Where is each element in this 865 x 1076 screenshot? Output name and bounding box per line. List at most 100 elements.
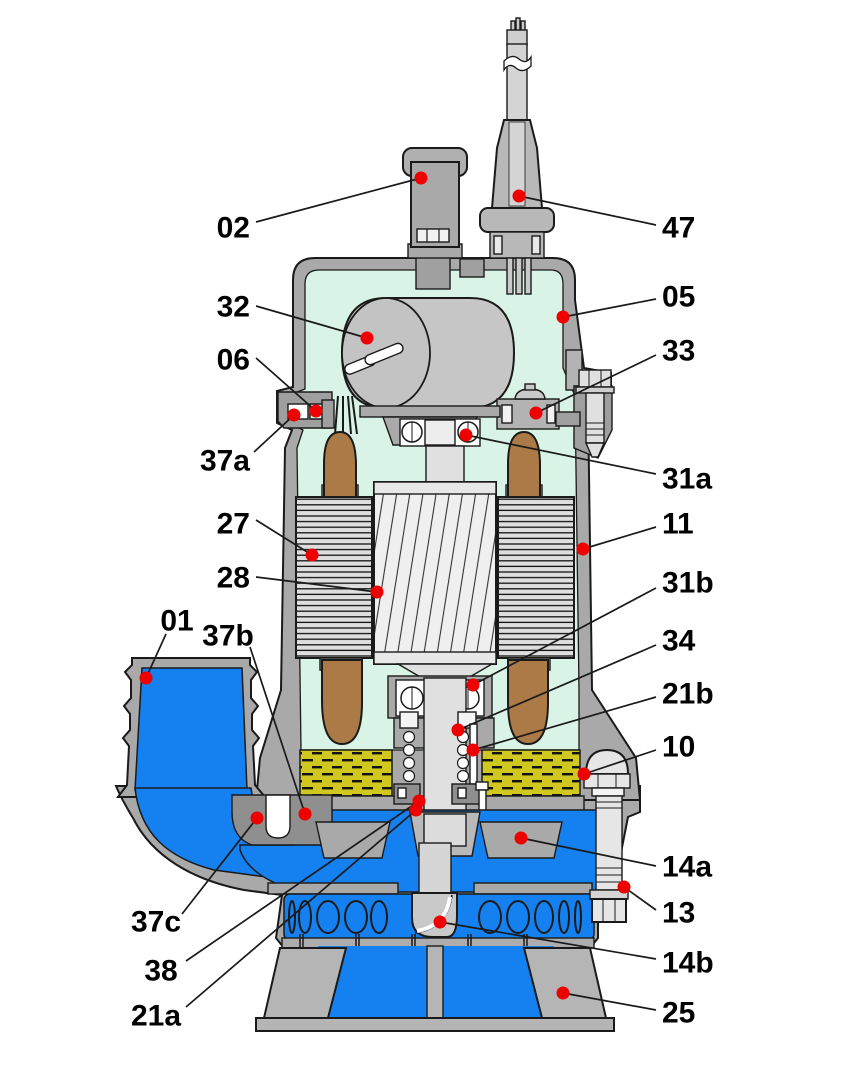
cable-break bbox=[503, 54, 532, 73]
lifting-handle bbox=[402, 147, 485, 290]
part-label-34: 34 bbox=[662, 625, 696, 658]
dot-28 bbox=[370, 585, 384, 599]
oil-plug-and-bolt bbox=[583, 748, 631, 923]
leader-10 bbox=[583, 749, 657, 775]
dot-21b bbox=[466, 743, 480, 757]
dot-31b bbox=[466, 678, 480, 692]
part-label-47: 47 bbox=[662, 212, 695, 245]
part-label-37c: 37c bbox=[131, 906, 181, 939]
leader-21a bbox=[185, 809, 417, 1008]
leader-14a bbox=[520, 837, 657, 867]
dot-06 bbox=[309, 404, 323, 418]
part-label-28: 28 bbox=[217, 562, 250, 595]
part-label-25: 25 bbox=[662, 997, 695, 1030]
part-label-14b: 14b bbox=[662, 947, 714, 980]
part-label-02: 02 bbox=[217, 212, 250, 245]
part-label-14a: 14a bbox=[662, 851, 712, 884]
suction-plate-right bbox=[473, 882, 593, 895]
dot-37b bbox=[298, 807, 312, 821]
dot-27 bbox=[305, 548, 319, 562]
part-label-37b: 37b bbox=[202, 620, 254, 653]
suction-flange bbox=[231, 794, 333, 846]
leader-13 bbox=[623, 886, 657, 911]
leader-32 bbox=[255, 305, 368, 339]
terminal-block bbox=[496, 383, 560, 430]
upper-bearing bbox=[359, 405, 501, 447]
leader-11 bbox=[582, 526, 657, 550]
part-label-27: 27 bbox=[217, 508, 250, 541]
part-label-31b: 31b bbox=[662, 567, 714, 600]
dot-21a bbox=[409, 803, 423, 817]
dot-37a bbox=[287, 408, 301, 422]
inlet-bell bbox=[411, 892, 458, 938]
motor-lead-wires bbox=[334, 395, 358, 435]
right-flange-bolt bbox=[555, 349, 615, 459]
oil-chamber bbox=[295, 749, 585, 813]
leader-05 bbox=[562, 298, 657, 318]
part-label-38: 38 bbox=[144, 955, 177, 988]
part-label-11: 11 bbox=[662, 508, 694, 541]
winding-bottom-right bbox=[507, 659, 549, 746]
leader-38 bbox=[185, 800, 420, 962]
winding-bottom-left bbox=[321, 659, 363, 746]
discharge-pipe bbox=[116, 657, 268, 798]
winding-top-left bbox=[323, 430, 357, 498]
leader-01 bbox=[145, 633, 167, 679]
leader-28 bbox=[255, 576, 378, 593]
base-stand bbox=[255, 945, 615, 1032]
dot-37c bbox=[250, 811, 264, 825]
leader-33 bbox=[535, 354, 657, 414]
stator bbox=[295, 430, 575, 746]
leader-47 bbox=[518, 195, 657, 226]
pump-body bbox=[114, 17, 642, 1032]
mechanical-seal bbox=[393, 677, 495, 819]
winding-top-right bbox=[507, 430, 541, 498]
part-label-21a: 21a bbox=[131, 1000, 181, 1033]
leader-06 bbox=[255, 357, 317, 412]
oil-plug bbox=[584, 748, 630, 775]
rotor-shaft bbox=[373, 445, 497, 679]
part-label-32: 32 bbox=[217, 291, 250, 324]
dot-14b bbox=[433, 915, 447, 929]
part-label-06: 06 bbox=[217, 344, 250, 377]
strainer-holes bbox=[288, 900, 582, 934]
leader-37b bbox=[249, 646, 306, 815]
leader-37c bbox=[181, 817, 258, 915]
cable-gland bbox=[479, 17, 555, 295]
base-plate bbox=[255, 1017, 615, 1032]
dot-25 bbox=[556, 986, 570, 1000]
dot-47 bbox=[512, 189, 526, 203]
dot-02 bbox=[414, 171, 428, 185]
leader-31a bbox=[465, 434, 657, 475]
part-label-10: 10 bbox=[662, 731, 695, 764]
leader-14b bbox=[439, 921, 657, 960]
part-label-33: 33 bbox=[662, 335, 695, 368]
dot-32 bbox=[360, 331, 374, 345]
dot-11 bbox=[576, 542, 590, 556]
leader-27 bbox=[255, 519, 313, 556]
suction-plate-left bbox=[267, 882, 399, 895]
dot-31a bbox=[459, 428, 473, 442]
dot-34 bbox=[451, 723, 465, 737]
part-label-05: 05 bbox=[662, 281, 695, 314]
part-label-13: 13 bbox=[662, 897, 695, 930]
leader-37a bbox=[253, 414, 295, 453]
leader-21b bbox=[472, 696, 657, 751]
part-label-21b: 21b bbox=[662, 678, 714, 711]
part-label-31a: 31a bbox=[662, 463, 712, 496]
dot-01 bbox=[139, 671, 153, 685]
part-label-37a: 37a bbox=[200, 445, 250, 478]
leader-02 bbox=[255, 177, 422, 223]
leader-31b bbox=[472, 587, 657, 686]
dot-05 bbox=[556, 310, 570, 324]
capacitor bbox=[340, 297, 516, 409]
casing-bolt bbox=[595, 795, 623, 891]
dot-14a bbox=[514, 831, 528, 845]
dot-13 bbox=[617, 880, 631, 894]
dot-10 bbox=[577, 767, 591, 781]
leader-25 bbox=[562, 992, 657, 1011]
leader-34 bbox=[457, 644, 657, 731]
